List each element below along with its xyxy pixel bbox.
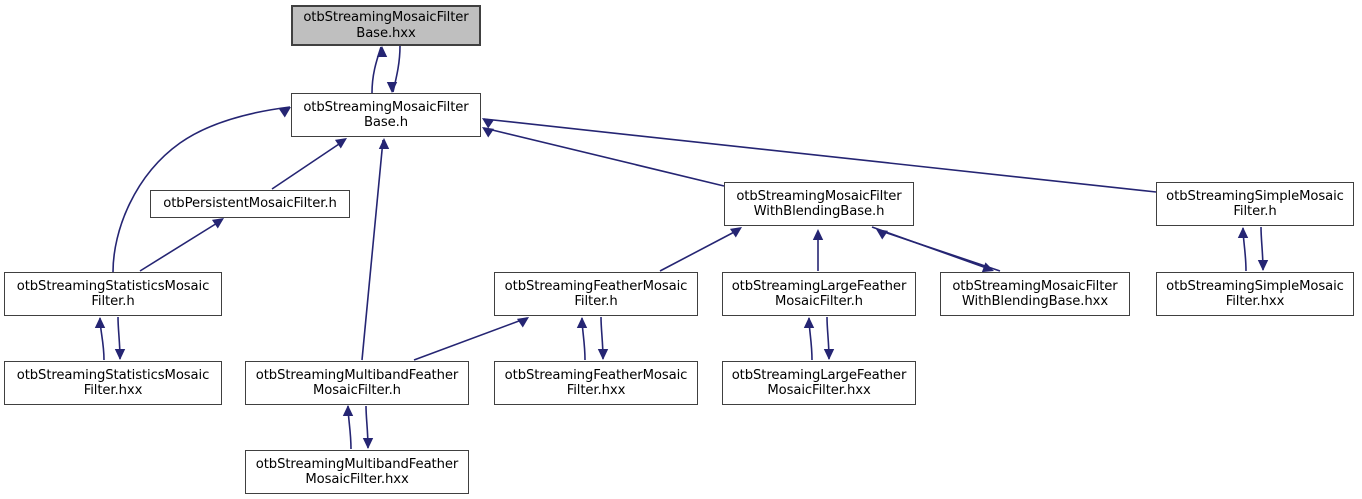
edge-base_hxx-to-base_h <box>386 45 401 93</box>
node-largefeather_hxx[interactable]: otbStreamingLargeFeather MosaicFilter.hx… <box>722 361 916 405</box>
node-base_h[interactable]: otbStreamingMosaicFilter Base.h <box>291 93 481 137</box>
node-label: otbStreamingSimpleMosaic Filter.hxx <box>1166 278 1344 310</box>
edge-persistent_h-to-base_h <box>271 138 347 190</box>
edge-statistics_h-to-base_h <box>112 106 291 273</box>
edge-statistics_h-to-persistent_h <box>139 218 224 272</box>
node-simple_hxx[interactable]: otbStreamingSimpleMosaic Filter.hxx <box>1156 272 1354 316</box>
edge-multiband_h-to-feather_h <box>413 317 529 361</box>
node-multiband_hxx[interactable]: otbStreamingMultibandFeather MosaicFilte… <box>245 450 469 494</box>
edge-feather_hxx-to-feather_h <box>576 317 588 361</box>
node-statistics_hxx[interactable]: otbStreamingStatisticsMosaic Filter.hxx <box>4 361 222 405</box>
edge-feather_h-to-blending_base_h <box>659 227 742 272</box>
node-label: otbStreamingMosaicFilter WithBlendingBas… <box>952 278 1118 310</box>
node-label: otbStreamingLargeFeather MosaicFilter.hx… <box>731 367 907 399</box>
edge-simple_h-to-base_h <box>482 118 1157 193</box>
edge-feather_h-to-feather_hxx <box>597 316 609 360</box>
edge-multiband_h-to-multiband_hxx <box>362 405 374 449</box>
node-simple_h[interactable]: otbStreamingSimpleMosaic Filter.h <box>1156 182 1354 226</box>
node-label: otbStreamingStatisticsMosaic Filter.h <box>16 278 210 310</box>
edge-blending_base_h-to-base_h <box>482 127 725 187</box>
node-statistics_h[interactable]: otbStreamingStatisticsMosaic Filter.h <box>4 272 222 316</box>
edge-largefeather_h-to-largefeather_hxx <box>823 316 835 360</box>
node-feather_h[interactable]: otbStreamingFeatherMosaic Filter.h <box>494 272 698 316</box>
node-label: otbStreamingSimpleMosaic Filter.h <box>1166 188 1344 220</box>
node-largefeather_h[interactable]: otbStreamingLargeFeather MosaicFilter.h <box>722 272 916 316</box>
node-label: otbStreamingFeatherMosaic Filter.hxx <box>504 367 688 399</box>
node-label: otbStreamingFeatherMosaic Filter.h <box>504 278 688 310</box>
edge-largefeather_hxx-to-largefeather_h <box>803 317 815 361</box>
node-persistent_h[interactable]: otbPersistentMosaicFilter.h <box>150 190 350 218</box>
edge-statistics_hxx-to-statistics_h <box>94 317 106 361</box>
edge-multiband_h-to-base_h <box>361 138 390 361</box>
edge-statistics_h-to-statistics_hxx <box>114 316 126 360</box>
node-label: otbStreamingMultibandFeather MosaicFilte… <box>255 456 459 488</box>
node-base_hxx[interactable]: otbStreamingMosaicFilter Base.hxx <box>291 5 481 46</box>
edge-simple_hxx-to-simple_h <box>1237 227 1249 272</box>
node-blending_base_hxx[interactable]: otbStreamingMosaicFilter WithBlendingBas… <box>940 272 1130 316</box>
node-label: otbStreamingMultibandFeather MosaicFilte… <box>255 367 459 399</box>
edge-multiband_hxx-to-multiband_h <box>342 405 354 450</box>
node-multiband_h[interactable]: otbStreamingMultibandFeather MosaicFilte… <box>245 361 469 405</box>
edge-base_h-to-base_hxx <box>371 46 388 94</box>
edge-largefeather_h-to-blending_base_h <box>812 229 824 271</box>
node-feather_hxx[interactable]: otbStreamingFeatherMosaic Filter.hxx <box>494 361 698 405</box>
edge-blending_base_h-to-blending_base_hxx <box>871 226 994 273</box>
node-blending_base_h[interactable]: otbStreamingMosaicFilter WithBlendingBas… <box>724 182 914 226</box>
node-label: otbStreamingMosaicFilter Base.hxx <box>303 10 469 41</box>
node-label: otbStreamingStatisticsMosaic Filter.hxx <box>16 367 210 399</box>
node-label: otbStreamingMosaicFilter Base.h <box>303 99 469 131</box>
node-label: otbStreamingMosaicFilter WithBlendingBas… <box>736 188 902 220</box>
node-label: otbStreamingLargeFeather MosaicFilter.h <box>731 278 907 310</box>
node-label: otbPersistentMosaicFilter.h <box>163 196 337 212</box>
edge-simple_h-to-simple_hxx <box>1257 226 1269 271</box>
